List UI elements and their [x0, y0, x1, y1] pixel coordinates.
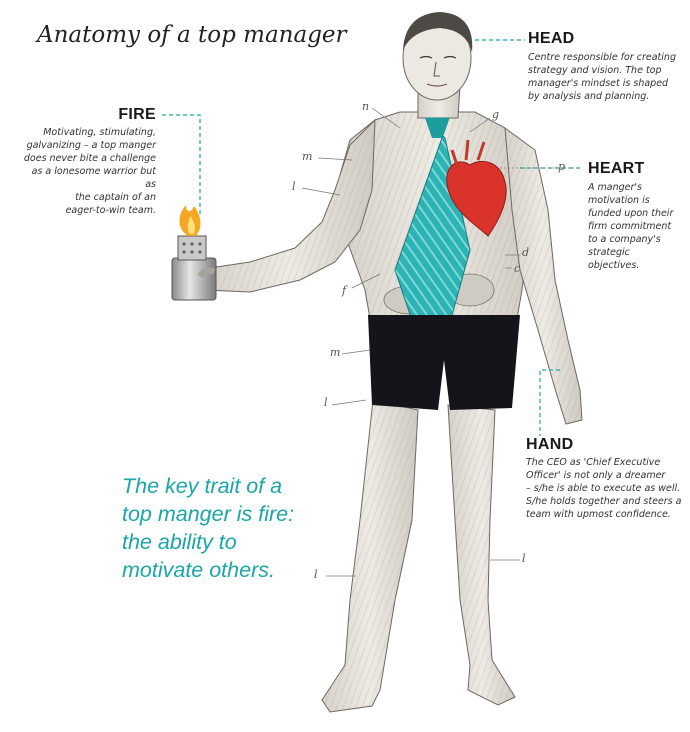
hand-callout-title: HAND [526, 436, 574, 453]
heart-callout-line: motivation is [588, 195, 650, 206]
heart-callout-line: strategic [588, 247, 630, 258]
heart-callout-line: A manger's [588, 182, 642, 193]
head-callout-text: Centre responsible for creating strategy… [528, 51, 688, 103]
hand-callout-text: The CEO as 'Chief Executive Officer' is … [526, 456, 688, 521]
anatomy-label-l3: l [522, 552, 526, 565]
anatomy-label-n: n [362, 100, 370, 113]
slogan-line: motivate others. [122, 558, 275, 582]
slogan-line: The key trait of a [122, 474, 283, 498]
heart-callout-text: A manger's motivation is funded upon the… [588, 181, 686, 272]
fire-callout-line: the captain of an [75, 192, 156, 203]
heart-callout-line: to a company's [588, 234, 661, 245]
head-callout-line: Centre responsible for creating [528, 52, 676, 63]
fire-callout-line: does never bite a challenge [23, 153, 156, 164]
fire-callout-line: Motivating, stimulating, [43, 127, 156, 138]
fire-callout-line: galvanizing – a top manger [26, 140, 156, 151]
shorts [368, 315, 520, 410]
anatomy-label-p: p [558, 160, 566, 173]
fire-callout-text: Motivating, stimulating, galvanizing – a… [20, 126, 156, 217]
head [402, 12, 473, 119]
anatomy-label-l4: l [314, 568, 318, 581]
key-trait-slogan: The key trait of a top manger is fire: t… [122, 472, 372, 584]
slogan-line: top manger is fire: [122, 502, 295, 526]
heart-organ-icon [446, 139, 507, 237]
hand-callout-line: team with upmost confidence. [526, 509, 671, 520]
slogan-line: the ability to [122, 530, 237, 554]
anatomy-label-c: c [514, 262, 521, 275]
anatomy-label-f: f [342, 284, 347, 297]
page-title: Anatomy of a top manager [37, 22, 347, 48]
hand-callout-line: Officer' is not only a dreamer [526, 470, 666, 481]
heart-callout-line: funded upon their [588, 208, 674, 219]
heart-callout-line: firm commitment [588, 221, 672, 232]
legs [321, 399, 516, 713]
anatomy-label-m2: m [330, 346, 341, 359]
fire-callout-title: FIRE [118, 106, 156, 123]
anatomy-label-l2: l [324, 396, 328, 409]
right-arm [504, 126, 583, 425]
anatomy-label-l: l [292, 180, 296, 193]
heart-callout-line: objectives. [588, 260, 640, 271]
fire-callout-line: eager-to-win team. [65, 205, 156, 216]
hand-callout-line: S/he holds together and steers a [526, 496, 682, 507]
hand-callout-line: The CEO as 'Chief Executive [526, 457, 661, 468]
anatomy-label-g: g [492, 108, 500, 121]
left-arm [204, 118, 376, 293]
fire-callout-line: as a lonesome warrior but as [31, 166, 156, 190]
head-callout-title: HEAD [528, 30, 575, 47]
head-callout-line: manager's mindset is shaped [528, 78, 669, 89]
flame-icon [179, 205, 201, 236]
head-callout-line: by analysis and planning. [528, 91, 650, 102]
anatomy-label-d: d [522, 246, 530, 259]
anatomy-label-m: m [302, 150, 313, 163]
lighter-icon [171, 235, 217, 301]
heart-callout-title: HEART [588, 160, 645, 177]
head-callout-line: strategy and vision. The top [528, 65, 662, 76]
hand-callout-line: – s/he is able to execute as well. [526, 483, 681, 494]
